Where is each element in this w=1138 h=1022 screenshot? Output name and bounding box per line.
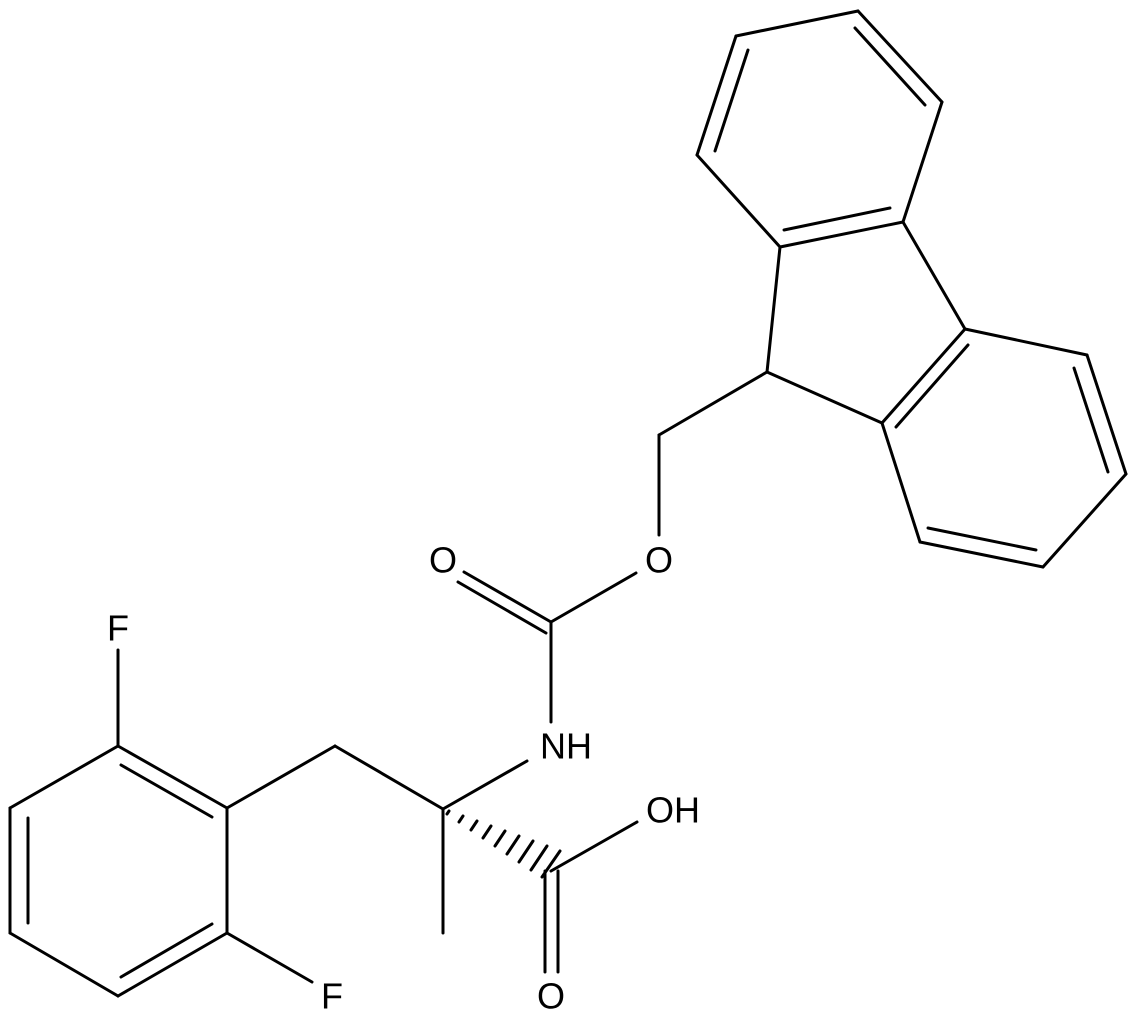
bond bbox=[782, 206, 892, 232]
bond bbox=[457, 814, 465, 824]
bond bbox=[116, 931, 229, 998]
atom-label-o-acid: O bbox=[537, 976, 565, 1017]
bond bbox=[549, 571, 638, 624]
bond bbox=[517, 839, 535, 864]
bond bbox=[880, 327, 967, 425]
bond bbox=[462, 570, 553, 624]
bond bbox=[1072, 366, 1110, 474]
bonds bbox=[8, 9, 1128, 998]
bond bbox=[1041, 472, 1128, 569]
atom-label-o-carbonyl: O bbox=[429, 540, 457, 581]
bond bbox=[963, 327, 1089, 357]
bond bbox=[116, 744, 229, 810]
bond bbox=[481, 824, 493, 840]
bond bbox=[119, 763, 214, 819]
bond bbox=[225, 931, 314, 984]
bond bbox=[441, 759, 529, 811]
bond bbox=[894, 343, 970, 429]
bond bbox=[713, 48, 750, 153]
atom-label-oh: OH bbox=[646, 790, 700, 831]
bond bbox=[901, 100, 944, 224]
bond bbox=[856, 9, 944, 104]
bond bbox=[8, 931, 120, 998]
bond bbox=[695, 153, 782, 249]
atom-label-f-top: F bbox=[107, 608, 129, 649]
bond bbox=[918, 540, 1045, 569]
bond bbox=[657, 370, 769, 437]
bond bbox=[119, 922, 214, 979]
bond bbox=[549, 820, 639, 873]
hashed-wedge-bond bbox=[445, 809, 562, 879]
bond bbox=[734, 9, 860, 38]
bond bbox=[529, 844, 549, 872]
bond bbox=[333, 744, 445, 811]
bond bbox=[901, 220, 967, 331]
atom-label-nh: NH bbox=[540, 726, 592, 767]
bond bbox=[469, 819, 479, 832]
bond bbox=[695, 34, 738, 157]
bond bbox=[765, 245, 782, 374]
atom-labels: F F O O NH OH O bbox=[107, 540, 700, 1017]
bond bbox=[926, 526, 1038, 552]
atom-label-f-bottom: F bbox=[321, 976, 343, 1017]
bond bbox=[493, 829, 507, 848]
bond bbox=[853, 26, 927, 107]
bond bbox=[778, 220, 905, 249]
bond bbox=[505, 834, 521, 856]
bond bbox=[765, 370, 884, 425]
bond bbox=[225, 744, 337, 810]
bond bbox=[445, 809, 451, 816]
bond bbox=[880, 421, 922, 544]
bond bbox=[1085, 353, 1128, 476]
bond bbox=[8, 744, 120, 810]
bond bbox=[456, 580, 548, 635]
atom-label-o-ester: O bbox=[645, 540, 673, 581]
